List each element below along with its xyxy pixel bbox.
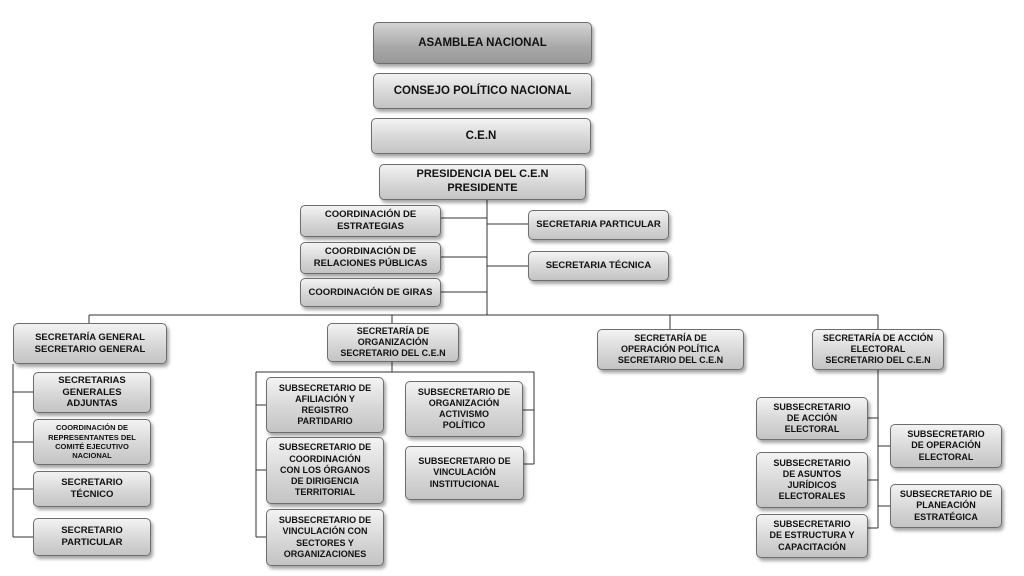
secretario-tecnico-label: SECRETARIO TÉCNICO [61, 477, 123, 500]
subsecretario-accion-electoral-box: SUBSECRETARIO DE ACCIÓN ELECTORAL [756, 397, 868, 440]
subsecretario-estructura-label: SUBSECRETARIO DE ESTRUCTURA Y CAPACITACI… [769, 519, 855, 552]
presidencia-box: PRESIDENCIA DEL C.E.N PRESIDENTE [379, 164, 586, 200]
secretaria-particular-label: SECRETARIA PARTICULAR [536, 219, 661, 231]
secretaria-organizacion-box: SECRETARÍA DE ORGANIZACIÓN SECRETARIO DE… [327, 323, 459, 362]
subsecretario-afiliacion-label: SUBSECRETARIO DE AFILIACIÓN Y REGISTRO P… [278, 382, 372, 427]
coordinacion-estrategias-box: COORDINACIÓN DE ESTRATEGIAS [300, 205, 441, 237]
subsecretario-coordinacion-box: SUBSECRETARIO DE COORDINACIÓN CON LOS ÓR… [266, 437, 384, 504]
cen-label: C.E.N [465, 129, 497, 142]
subsecretario-planeacion-box: SUBSECRETARIO DE PLANEACIÓN ESTRATÉGICA [890, 484, 1002, 528]
secretario-particular-box: SECRETARIO PARTICULAR [33, 518, 151, 556]
subsecretario-vinculacion-sectores-box: SUBSECRETARIO DE VINCULACIÓN CON SECTORE… [266, 509, 384, 566]
coordinacion-relaciones-box: COORDINACIÓN DE RELACIONES PÚBLICAS [300, 242, 441, 274]
secretaria-general-label: SECRETARÍA GENERAL SECRETARIO GENERAL [34, 331, 146, 355]
secretaria-tecnica-box: SECRETARIA TÉCNICA [528, 251, 669, 281]
presidencia-label: PRESIDENCIA DEL C.E.N PRESIDENTE [416, 168, 549, 194]
subsecretario-operacion-electoral-label: SUBSECRETARIO DE OPERACIÓN ELECTORAL [907, 429, 985, 462]
secretario-tecnico-box: SECRETARIO TÉCNICO [33, 471, 151, 507]
subsecretario-activismo-box: SUBSECRETARIO DE ORGANIZACIÓN ACTIVISMO … [405, 381, 523, 437]
subsecretario-planeacion-label: SUBSECRETARIO DE PLANEACIÓN ESTRATÉGICA [899, 489, 993, 522]
consejo-politico-box: CONSEJO POLÍTICO NACIONAL [373, 73, 592, 109]
secretaria-operacion-box: SECRETARÍA DE OPERACIÓN POLÍTICA SECRETA… [597, 329, 744, 370]
coordinacion-representantes-label: COORDINACIÓN DE REPRESENTANTES DEL COMIT… [48, 423, 136, 461]
coordinacion-relaciones-label: COORDINACIÓN DE RELACIONES PÚBLICAS [313, 246, 428, 269]
secretario-particular-label: SECRETARIO PARTICULAR [61, 525, 123, 548]
secretaria-general-box: SECRETARÍA GENERAL SECRETARIO GENERAL [13, 323, 167, 364]
subsecretario-coordinacion-label: SUBSECRETARIO DE COORDINACIÓN CON LOS ÓR… [278, 442, 372, 498]
cen-box: C.E.N [371, 118, 591, 154]
secretaria-operacion-label: SECRETARÍA DE OPERACIÓN POLÍTICA SECRETA… [617, 332, 724, 366]
coordinacion-giras-label: COORDINACIÓN DE GIRAS [308, 286, 433, 298]
subsecretario-activismo-label: SUBSECRETARIO DE ORGANIZACIÓN ACTIVISMO … [417, 386, 511, 431]
subsecretario-estructura-box: SUBSECRETARIO DE ESTRUCTURA Y CAPACITACI… [756, 514, 868, 558]
secretaria-accion-label: SECRETARÍA DE ACCIÓN ELECTORAL SECRETARI… [822, 332, 934, 366]
secretaria-tecnica-label: SECRETARIA TÉCNICA [545, 260, 652, 272]
secretaria-particular-box: SECRETARIA PARTICULAR [528, 210, 669, 240]
subsecretario-vinculacion-institucional-box: SUBSECRETARIO DE VINCULACIÓN INSTITUCION… [405, 446, 524, 500]
subsecretario-operacion-electoral-box: SUBSECRETARIO DE OPERACIÓN ELECTORAL [890, 424, 1002, 468]
subsecretario-vinculacion-institucional-label: SUBSECRETARIO DE VINCULACIÓN INSTITUCION… [418, 456, 511, 489]
subsecretario-vinculacion-sectores-label: SUBSECRETARIO DE VINCULACIÓN CON SECTORE… [278, 515, 372, 559]
secretaria-organizacion-label: SECRETARÍA DE ORGANIZACIÓN SECRETARIO DE… [340, 325, 446, 359]
consejo-politico-label: CONSEJO POLÍTICO NACIONAL [393, 84, 572, 97]
secretarias-adjuntas-box: SECRETARIAS GENERALES ADJUNTAS [33, 372, 151, 413]
subsecretario-asuntos-juridicos-label: SUBSECRETARIO DE ASUNTOS JURÍDICOS ELECT… [773, 457, 851, 502]
subsecretario-afiliacion-box: SUBSECRETARIO DE AFILIACIÓN Y REGISTRO P… [266, 377, 384, 433]
coordinacion-giras-box: COORDINACIÓN DE GIRAS [300, 278, 441, 307]
secretaria-accion-box: SECRETARÍA DE ACCIÓN ELECTORAL SECRETARI… [812, 329, 944, 370]
secretarias-adjuntas-label: SECRETARIAS GENERALES ADJUNTAS [58, 374, 126, 410]
asamblea-nacional-label: ASAMBLEA NACIONAL [418, 36, 547, 49]
subsecretario-accion-electoral-label: SUBSECRETARIO DE ACCIÓN ELECTORAL [773, 401, 851, 435]
subsecretario-asuntos-juridicos-box: SUBSECRETARIO DE ASUNTOS JURÍDICOS ELECT… [756, 452, 868, 508]
coordinacion-estrategias-label: COORDINACIÓN DE ESTRATEGIAS [324, 209, 417, 232]
asamblea-nacional-box: ASAMBLEA NACIONAL [373, 22, 592, 64]
coordinacion-representantes-box: COORDINACIÓN DE REPRESENTANTES DEL COMIT… [33, 419, 151, 465]
